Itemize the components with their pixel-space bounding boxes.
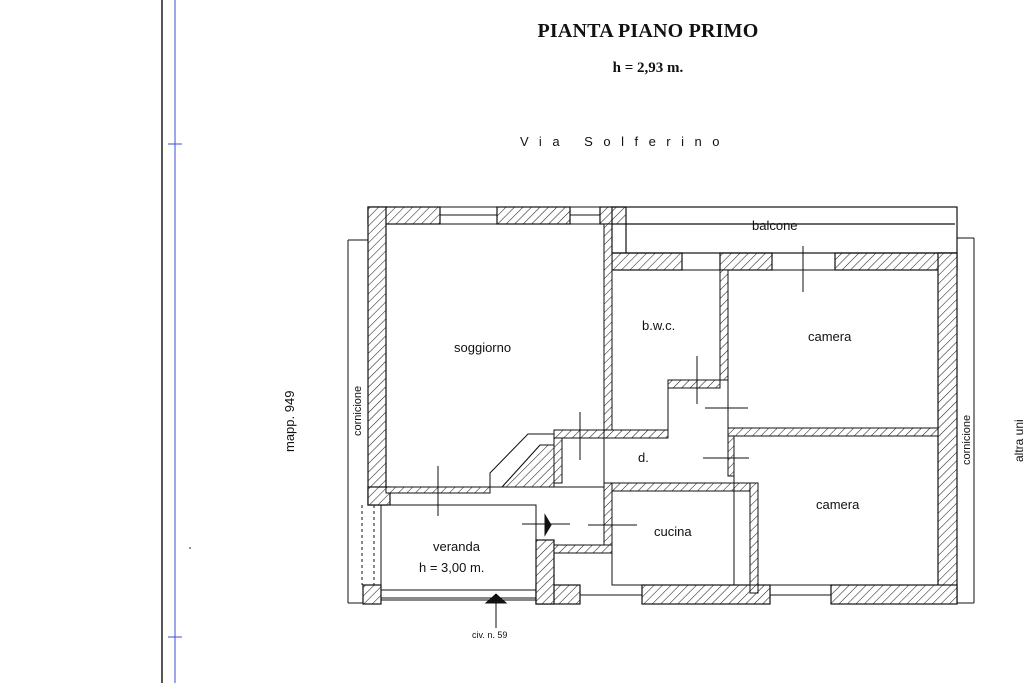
opening-marks: [437, 246, 804, 628]
room-label-camera-bottom: camera: [816, 497, 860, 512]
cornice-label-left: cornicione: [352, 385, 364, 436]
room-label-cucina: cucina: [654, 524, 692, 539]
room-outlines: [380, 206, 939, 601]
room-label-bwc: b.w.c.: [642, 318, 676, 333]
adjacent-unit-label: altra uni: [1012, 419, 1024, 462]
floor-height-label: h = 2,93 m.: [612, 60, 684, 76]
room-label-camera-top: camera: [808, 329, 852, 344]
room-label-disimpegno: d.: [638, 450, 649, 465]
street-name: Via Solferino: [520, 134, 730, 149]
entrance-civic-number: civ. n. 59: [472, 630, 508, 640]
cornice-lines: [347, 237, 975, 604]
room-label-soggiorno: soggiorno: [454, 340, 512, 355]
mappale-label: mapp. 949: [282, 390, 297, 452]
balcony: [611, 206, 958, 254]
room-label-veranda: veranda: [433, 539, 480, 554]
room-label-balcone: balcone: [752, 218, 798, 233]
veranda-height-label: h = 3,00 m.: [419, 560, 485, 575]
exterior-walls: [362, 206, 958, 605]
plan-title: PIANTA PIANO PRIMO: [537, 20, 759, 42]
page-frame-lines: [161, 0, 191, 683]
cornice-label-right: cornicione: [961, 414, 973, 465]
